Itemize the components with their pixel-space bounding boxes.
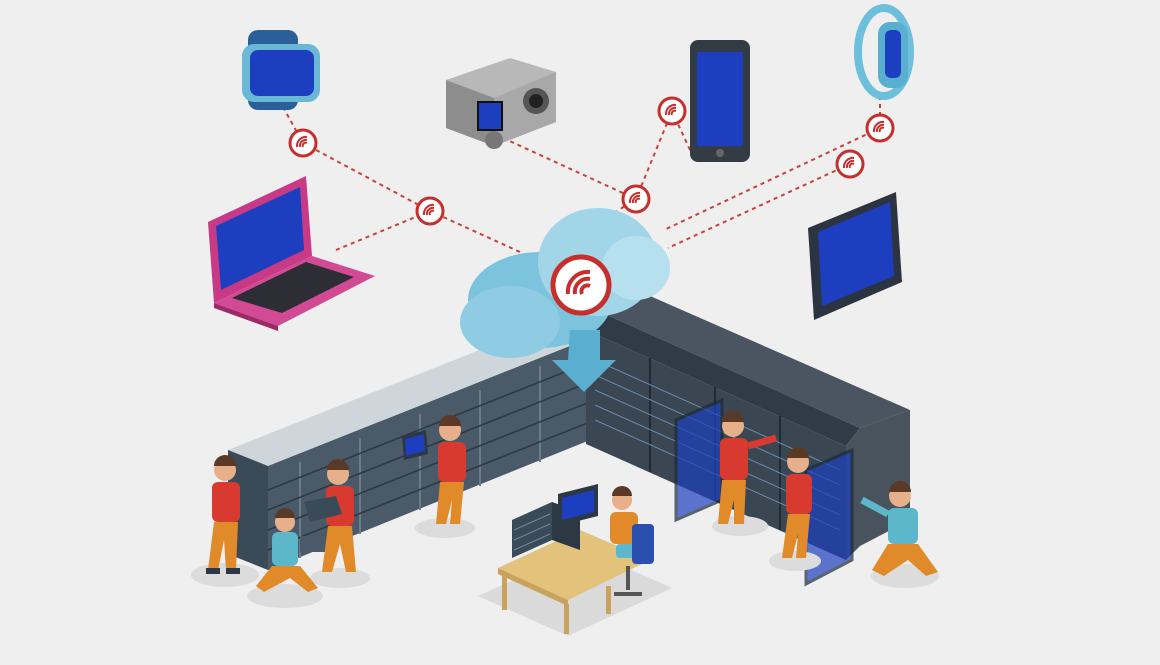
wifi-icon [415, 196, 445, 226]
workstation-desk-icon [498, 484, 650, 634]
fitness-band-icon [854, 4, 914, 100]
technician-icon [304, 459, 356, 572]
wifi-icon [288, 128, 318, 158]
smartwatch-icon [242, 30, 320, 110]
technician-icon [718, 411, 777, 524]
wifi-icon [550, 254, 612, 316]
technician-icon [610, 486, 654, 596]
laptop-icon [208, 176, 375, 331]
technicians [206, 411, 938, 596]
smartphone-icon [690, 40, 750, 162]
wifi-icon [621, 184, 651, 214]
action-camera-icon [446, 58, 556, 149]
wifi-badges [288, 96, 895, 226]
technician-icon [256, 508, 330, 592]
wifi-icon [835, 149, 865, 179]
technician-icon [860, 481, 938, 576]
server-rack-row-right [586, 296, 910, 587]
tablet-icon [808, 192, 902, 320]
technician-icon [206, 455, 240, 574]
wifi-icon [865, 113, 895, 143]
cloud-icon [460, 208, 670, 392]
wifi-icon [657, 96, 687, 126]
technician-icon [402, 415, 466, 524]
technician-icon [782, 447, 812, 558]
